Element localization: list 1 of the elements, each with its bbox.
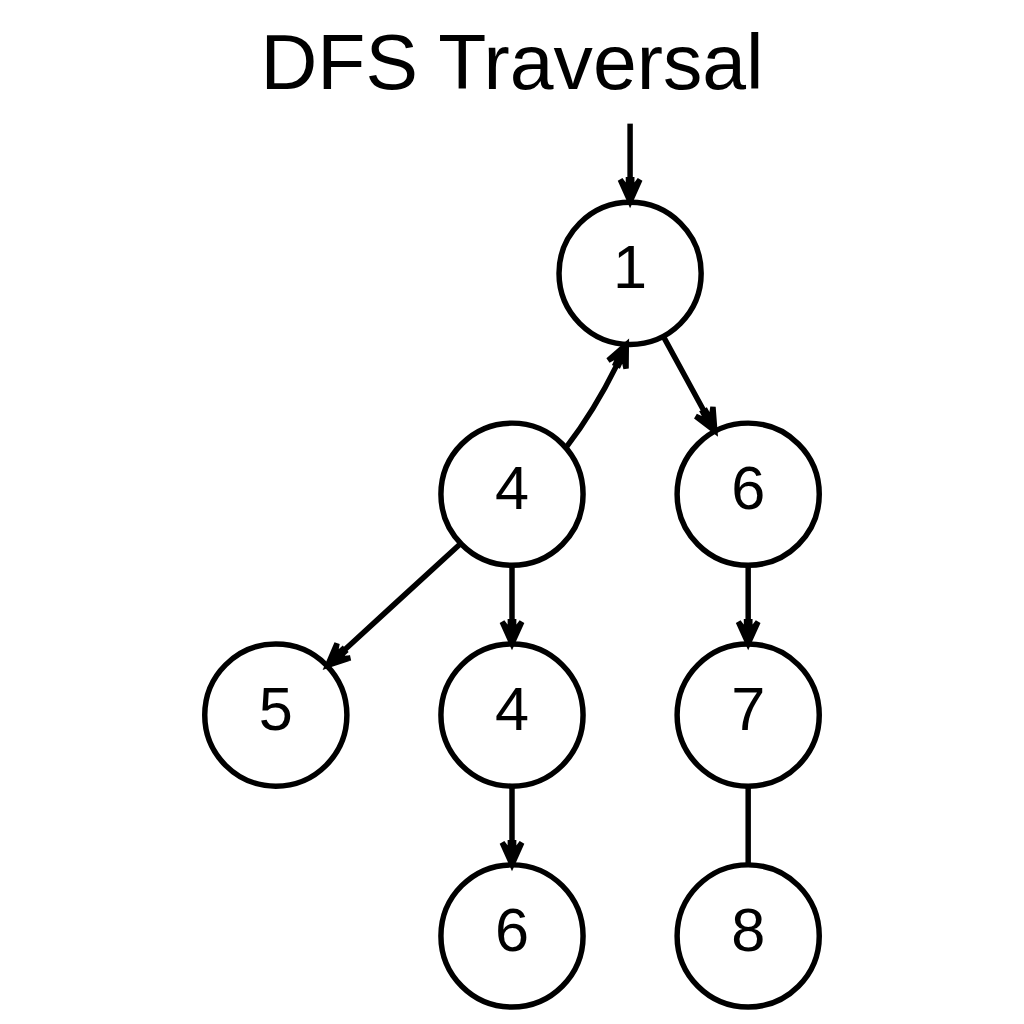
diagram-title: DFS Traversal [260,17,764,106]
